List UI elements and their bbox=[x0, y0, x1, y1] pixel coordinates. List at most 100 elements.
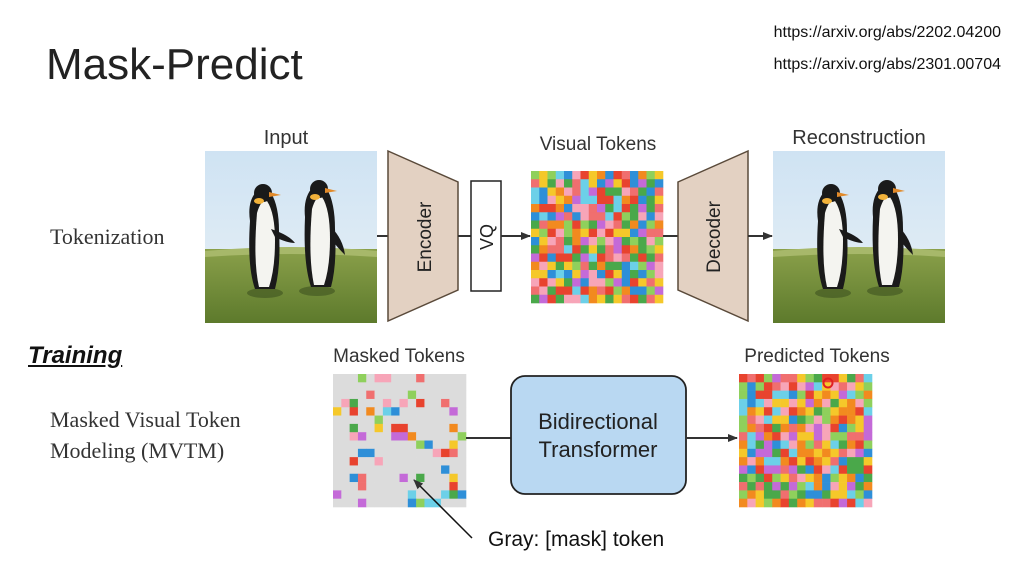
token-cell bbox=[357, 498, 367, 508]
mask-token-cell bbox=[341, 432, 350, 441]
token-cell bbox=[797, 448, 806, 458]
token-cell bbox=[863, 374, 873, 383]
token-cell bbox=[580, 220, 590, 230]
mask-token-cell bbox=[432, 398, 442, 408]
arxiv-link-2[interactable]: https://arxiv.org/abs/2301.00704 bbox=[773, 56, 1001, 73]
token-cell bbox=[797, 407, 806, 416]
token-cell bbox=[822, 415, 831, 425]
mask-token-cell bbox=[374, 490, 384, 499]
token-cell bbox=[605, 237, 614, 246]
token-cell bbox=[780, 498, 790, 508]
reconstruction-image bbox=[773, 151, 945, 323]
token-cell bbox=[564, 237, 573, 246]
token-cell bbox=[555, 286, 565, 296]
token-cell bbox=[391, 407, 400, 416]
token-cell bbox=[605, 253, 614, 263]
token-cell bbox=[772, 407, 781, 416]
token-cell bbox=[763, 457, 773, 466]
token-cell bbox=[755, 457, 765, 466]
token-cell bbox=[547, 220, 557, 230]
token-cell bbox=[788, 465, 798, 475]
token-cell bbox=[613, 261, 623, 271]
mask-token-cell bbox=[449, 398, 458, 408]
mask-token-cell bbox=[382, 473, 392, 483]
mask-token-cell bbox=[449, 465, 458, 475]
token-cell bbox=[855, 498, 864, 508]
mask-token-cell bbox=[457, 398, 467, 408]
mask-token-cell bbox=[441, 498, 450, 508]
token-cell bbox=[838, 448, 848, 458]
token-cell bbox=[539, 261, 548, 271]
token-cell bbox=[739, 415, 748, 425]
mask-token-cell bbox=[457, 440, 467, 450]
mask-token-cell bbox=[416, 423, 425, 433]
token-cell bbox=[588, 212, 598, 221]
token-cell bbox=[863, 448, 873, 458]
token-cell bbox=[788, 482, 798, 491]
token-cell bbox=[772, 390, 781, 400]
token-cell bbox=[763, 490, 773, 499]
mask-token-cell bbox=[441, 390, 450, 400]
mask-token-cell bbox=[382, 415, 392, 425]
mask-token-cell bbox=[407, 407, 417, 416]
token-cell bbox=[630, 286, 639, 296]
token-cell bbox=[341, 398, 350, 408]
token-cell bbox=[830, 448, 840, 458]
token-cell bbox=[739, 423, 748, 433]
mask-token-cell bbox=[391, 398, 400, 408]
mask-token-cell bbox=[333, 482, 342, 491]
token-cell bbox=[457, 432, 467, 441]
mask-token-cell bbox=[366, 398, 375, 408]
annotation-pointer bbox=[413, 479, 473, 539]
mask-token-cell bbox=[341, 407, 350, 416]
mask-token-cell bbox=[374, 482, 384, 491]
token-cell bbox=[621, 204, 631, 213]
mask-token-cell bbox=[457, 374, 467, 383]
token-cell bbox=[780, 432, 790, 441]
token-cell bbox=[755, 423, 765, 433]
token-cell bbox=[391, 423, 400, 433]
mask-token-cell bbox=[432, 457, 442, 466]
token-cell bbox=[407, 432, 417, 441]
mask-token-cell bbox=[432, 482, 442, 491]
token-cell bbox=[572, 187, 581, 197]
token-cell bbox=[654, 220, 664, 230]
token-cell bbox=[449, 440, 458, 450]
token-cell bbox=[654, 195, 664, 205]
token-cell bbox=[588, 253, 598, 263]
token-cell bbox=[588, 228, 598, 238]
arxiv-link-1[interactable]: https://arxiv.org/abs/2202.04200 bbox=[773, 24, 1001, 41]
token-cell bbox=[572, 270, 581, 279]
token-cell bbox=[539, 286, 548, 296]
mask-token-cell bbox=[374, 498, 384, 508]
mask-token-cell bbox=[341, 440, 350, 450]
token-cell bbox=[564, 212, 573, 221]
transformer-label-line1: Bidirectional bbox=[538, 409, 658, 434]
token-cell bbox=[855, 398, 864, 408]
mask-token-cell bbox=[407, 423, 417, 433]
token-cell bbox=[780, 448, 790, 458]
mask-token-cell bbox=[424, 473, 434, 483]
token-cell bbox=[838, 465, 848, 475]
token-cell bbox=[788, 390, 798, 400]
token-cell bbox=[597, 195, 606, 205]
token-cell bbox=[416, 374, 425, 383]
token-cell bbox=[547, 261, 557, 271]
token-cell bbox=[654, 286, 664, 296]
token-cell bbox=[597, 212, 606, 221]
token-cell bbox=[580, 204, 590, 213]
token-cell bbox=[605, 270, 614, 279]
mask-token-cell bbox=[407, 398, 417, 408]
token-cell bbox=[755, 432, 765, 441]
token-cell bbox=[399, 423, 409, 433]
mask-token-cell bbox=[366, 465, 375, 475]
token-cell bbox=[763, 482, 773, 491]
token-cell bbox=[441, 448, 450, 458]
token-cell bbox=[638, 179, 647, 188]
mask-token-cell bbox=[399, 490, 409, 499]
mask-token-cell bbox=[366, 498, 375, 508]
mask-token-cell bbox=[349, 374, 359, 383]
token-cell bbox=[747, 465, 756, 475]
mask-token-cell bbox=[357, 390, 367, 400]
token-cell bbox=[382, 398, 392, 408]
